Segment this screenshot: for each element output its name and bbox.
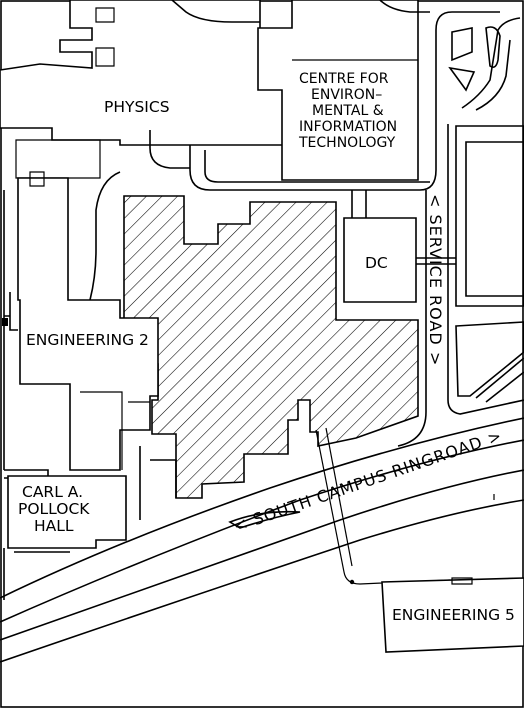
physics-building[interactable] [0, 0, 291, 179]
lower-left-path [3, 548, 70, 600]
dc-building[interactable] [343, 190, 417, 303]
left-path-curve [89, 171, 121, 301]
engineering-5-label: ENGINEERING 5 [392, 606, 515, 624]
walkway-node [349, 579, 355, 585]
hatched-construction-site[interactable] [123, 195, 419, 499]
walkway-e5 [315, 429, 451, 585]
parking-lot-right[interactable] [455, 125, 524, 403]
traffic-island-top-right [448, 17, 521, 111]
dc-bridge-link [416, 257, 456, 265]
dc-label: DC [365, 254, 388, 272]
physics-label: PHYSICS [104, 98, 170, 116]
service-road-left-edge [397, 190, 427, 447]
cph-label-line1: CARL A. [22, 483, 83, 501]
service-road-label: < SERVICE ROAD > [426, 194, 445, 366]
ring-path-top [149, 130, 190, 169]
top-road-outline-2 [379, 0, 430, 13]
ceit-label-line1: CENTRE FOR [299, 71, 389, 87]
ceit-label-line5: TECHNOLOGY [298, 135, 396, 151]
walkway-e5-2 [325, 427, 353, 567]
ceit-surround-road-inner [204, 150, 430, 183]
ceit-label-line4: INFORMATION [299, 119, 397, 135]
left-edge-marker [2, 318, 8, 326]
ceit-label-line3: MENTAL & [312, 103, 384, 119]
service-road-right-edge [447, 124, 524, 415]
ceit-label-line2: ENVIRON– [311, 87, 382, 103]
engineering-2-label: ENGINEERING 2 [26, 331, 149, 349]
south-campus-ringroad [0, 417, 524, 663]
carl-pollock-hall-building[interactable] [7, 475, 127, 549]
cph-label-line3: HALL [34, 517, 74, 535]
engineering-2-building[interactable] [17, 171, 159, 471]
engineering-5-building[interactable] [381, 577, 524, 653]
left-edge-detail [3, 190, 18, 470]
ceit-building[interactable] [257, 0, 419, 181]
ceit-surround-road [189, 11, 500, 191]
top-road-outline [171, 0, 260, 23]
cph-label-line2: POLLOCK [18, 500, 90, 518]
